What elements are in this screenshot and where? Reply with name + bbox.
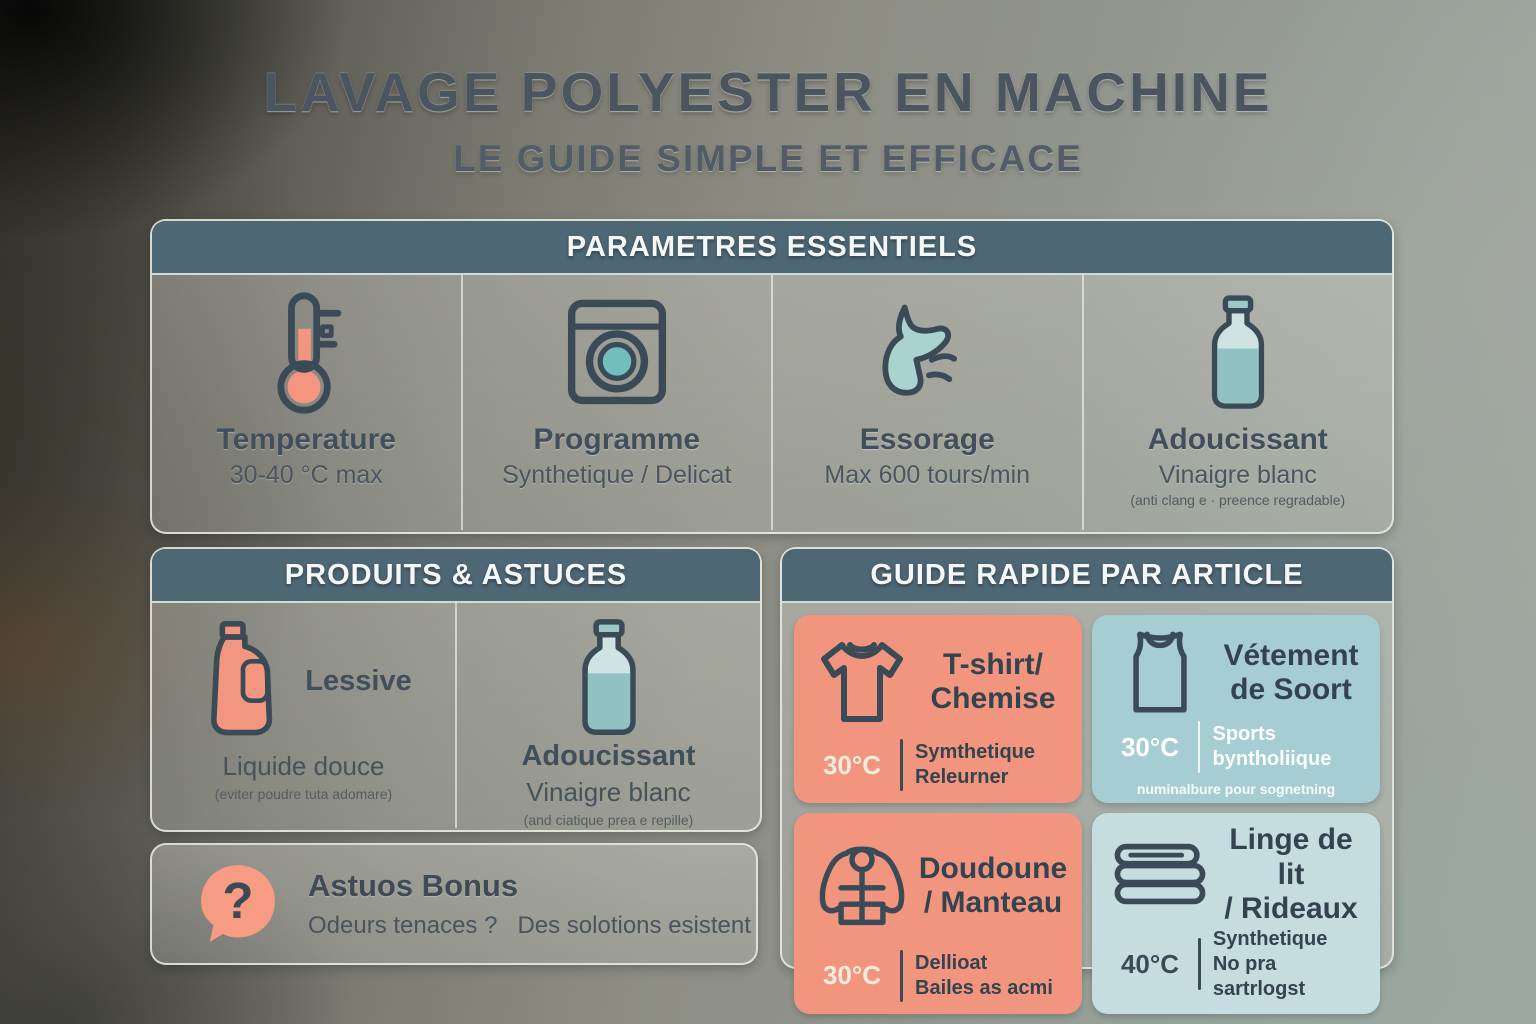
produits-panel: PRODUITS & ASTUCES Lessive Liquide douce…	[150, 547, 762, 832]
washing-machine-icon	[567, 299, 666, 405]
detergent-jug-icon	[211, 620, 273, 736]
page-header: LAVAGE POLYESTER EN MACHINE LE GUIDE SIM…	[0, 60, 1536, 180]
param-subtitle: Max 600 tours/min	[824, 461, 1031, 489]
spin-dry-icon	[882, 304, 958, 396]
astuce-bonus-panel: ? Astuos Bonus Odeurs tenaces ? Des solo…	[150, 843, 758, 965]
tank-top-icon	[1133, 631, 1187, 713]
card-title-line2: / Rideaux	[1224, 892, 1358, 925]
param-programme: Programme Synthetique / Delicat	[460, 275, 772, 530]
produit-title: Lessive	[305, 664, 412, 697]
produits-body: Lessive Liquide douce (eviter poudre tut…	[152, 603, 760, 828]
card-temperature: 30°C	[822, 749, 882, 780]
param-title: Temperature	[216, 423, 396, 456]
card-sub-line1: Sports byntholiique	[1212, 723, 1332, 770]
produit-adoucissant: Adoucissant Vinaigre blanc (and ciatique…	[455, 603, 760, 828]
card-sub-line2: No pra sartrlogst	[1212, 952, 1306, 1000]
param-subtitle: Vinaigre blanc	[1158, 461, 1317, 489]
card-doudoune-manteau: Doudoune / Manteau 30°C Dellioat Bailes …	[794, 813, 1082, 1014]
guide-header: GUIDE RAPIDE PAR ARTICLE	[782, 549, 1392, 603]
page-title: LAVAGE POLYESTER EN MACHINE	[263, 61, 1273, 123]
param-essorage: Essorage Max 600 tours/min	[771, 275, 1082, 530]
divider	[1198, 721, 1201, 773]
card-sub-line2: Bailes as acmi	[915, 976, 1053, 999]
tshirt-icon	[821, 642, 903, 722]
card-note: numinalbure pour sognetning	[1136, 781, 1336, 797]
param-temperature: Temperature 30-40 °C max	[152, 275, 461, 530]
question-bubble-icon: ?	[201, 865, 275, 942]
page-subtitle: LE GUIDE SIMPLE ET EFFICACE	[453, 138, 1083, 179]
produit-lessive: Lessive Liquide douce (eviter poudre tut…	[152, 603, 455, 828]
card-title-line1: Vétement	[1223, 638, 1359, 672]
divider	[900, 949, 903, 1002]
svg-text:?: ?	[222, 872, 253, 929]
divider	[1198, 938, 1201, 990]
card-tshirt-chemise: T-shirt/ Chemise 30°C Symthetique Releur…	[794, 615, 1082, 803]
bonus-title: Astuos Bonus	[308, 868, 519, 903]
softener-bottle-icon	[1211, 295, 1264, 409]
produit-note: (and ciatique prea e repille)	[523, 812, 694, 828]
card-sub-line1: Synthetique	[1212, 927, 1328, 950]
card-sub-line2: Releurner	[915, 766, 1009, 788]
thermometer-icon	[277, 292, 342, 414]
produit-subtitle: Vinaigre blanc	[526, 777, 691, 807]
softener-bottle-icon	[581, 618, 636, 735]
parametres-panel: PARAMETRES ESSENTIELS Temperature 30-40 …	[150, 219, 1394, 534]
produit-subtitle: Liquide douce	[222, 751, 385, 781]
card-temperature: 30°C	[822, 960, 882, 990]
parametres-body: Temperature 30-40 °C max Programme Synth…	[152, 275, 1392, 530]
guide-panel: GUIDE RAPIDE PAR ARTICLE T-shirt/ Chemis…	[780, 547, 1394, 1014]
card-sub-line1: Symthetique	[915, 741, 1036, 763]
bonus-subtitle: Odeurs tenaces ? Des solotions esistent	[308, 912, 751, 939]
card-title-line1: Doudoune	[918, 851, 1068, 885]
card-title-line1: Linge de lit	[1229, 823, 1353, 891]
card-temperature: 30°C	[1120, 731, 1180, 762]
card-temperature: 40°C	[1120, 948, 1180, 979]
parametres-header: PARAMETRES ESSENTIELS	[152, 221, 1392, 275]
param-title: Essorage	[859, 423, 995, 456]
guide-body: T-shirt/ Chemise 30°C Symthetique Releur…	[782, 603, 1392, 1014]
card-title-line1: T-shirt/	[942, 647, 1043, 681]
param-title: Programme	[533, 423, 701, 456]
folded-linens-icon	[1114, 843, 1206, 905]
card-sub-line1: Dellioat	[915, 951, 988, 974]
produits-header: PRODUITS & ASTUCES	[152, 549, 760, 603]
card-vetement-sport: Vétement de Soort 30°C Sports byntholiiq…	[1092, 615, 1380, 803]
param-subtitle: 30-40 °C max	[229, 461, 383, 489]
param-note: (anti clang e · preence regradable)	[1130, 492, 1346, 508]
param-adoucissant: Adoucissant Vinaigre blanc (anti clang e…	[1081, 275, 1393, 530]
param-subtitle: Synthetique / Delicat	[502, 461, 732, 489]
param-title: Adoucissant	[1147, 423, 1328, 456]
divider	[900, 739, 903, 791]
produit-title: Adoucissant	[521, 740, 696, 772]
card-title-line2: / Manteau	[923, 886, 1063, 920]
card-linge-rideaux: Linge de lit / Rideaux 40°C Synthetique …	[1092, 813, 1380, 1014]
card-title-line2: de Soort	[1230, 673, 1352, 706]
card-title-line2: Chemise	[930, 682, 1056, 715]
puffer-jacket-icon	[819, 846, 905, 926]
produit-note: (eviter poudre tuta adomare)	[214, 786, 393, 802]
